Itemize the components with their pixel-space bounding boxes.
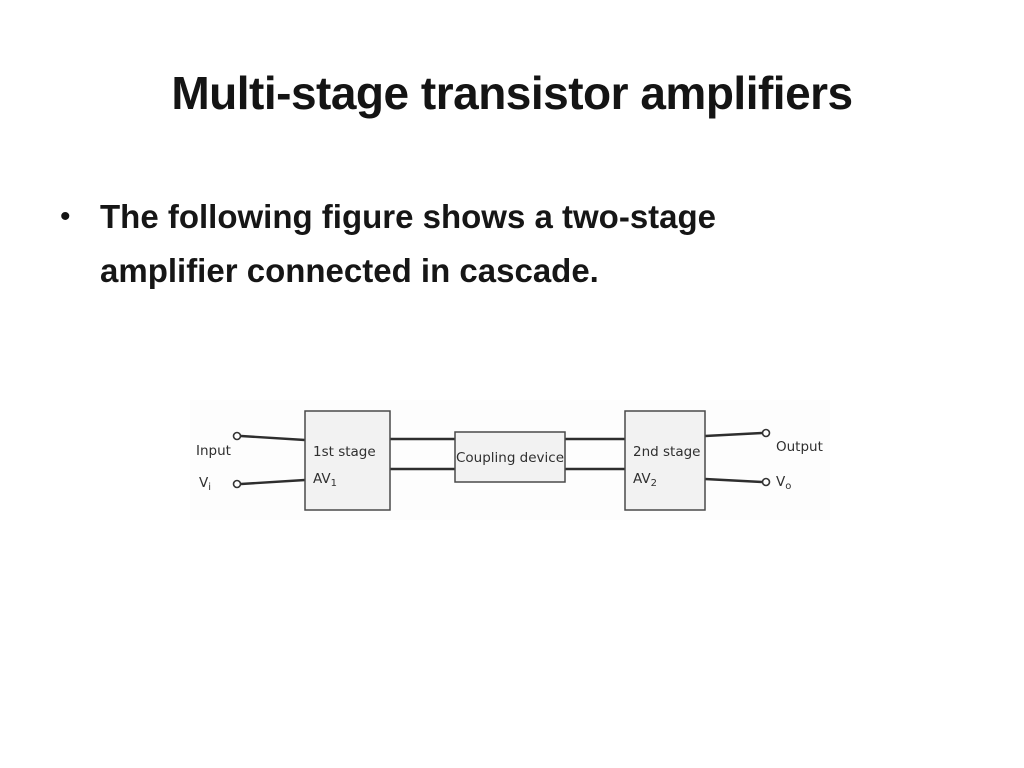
stage2-gain-label: AV2 — [633, 471, 657, 489]
bullet-line-2: amplifier connected in cascade. — [100, 252, 599, 289]
stage1-box — [304, 410, 391, 511]
bullet-text: The following figure shows a two-stage a… — [100, 190, 716, 298]
stage1-label: 1st stage — [313, 444, 376, 460]
stage2-box — [624, 410, 706, 511]
input-terminal-bottom — [232, 479, 242, 489]
input-terminal-top — [232, 431, 242, 441]
input-label: Input — [196, 443, 231, 459]
input-signal-label: Vi — [199, 475, 211, 493]
output-wire-top — [704, 431, 763, 438]
output-wire-bottom — [704, 477, 763, 484]
output-label: Output — [776, 439, 823, 455]
two-stage-amplifier-diagram: 1st stage AV1 Coupling device 2nd stage … — [190, 400, 830, 520]
output-signal-label: Vo — [776, 474, 791, 492]
coupling-device-label: Coupling device — [456, 450, 564, 466]
stage2-label: 2nd stage — [633, 444, 700, 460]
input-wire-bottom — [240, 478, 306, 486]
input-wire-top — [240, 434, 306, 442]
bullet-line-1: The following figure shows a two-stage — [100, 198, 717, 235]
coupling-device-box — [454, 431, 566, 483]
output-terminal-bottom — [761, 477, 771, 487]
bullet-item: • The following figure shows a two-stage… — [60, 190, 860, 298]
bullet-marker: • — [60, 200, 71, 233]
diagram-canvas: 1st stage AV1 Coupling device 2nd stage … — [196, 410, 823, 511]
stage1-gain-label: AV1 — [313, 471, 337, 489]
output-terminal-top — [761, 428, 771, 438]
slide-title: Multi-stage transistor amplifiers — [171, 67, 853, 119]
